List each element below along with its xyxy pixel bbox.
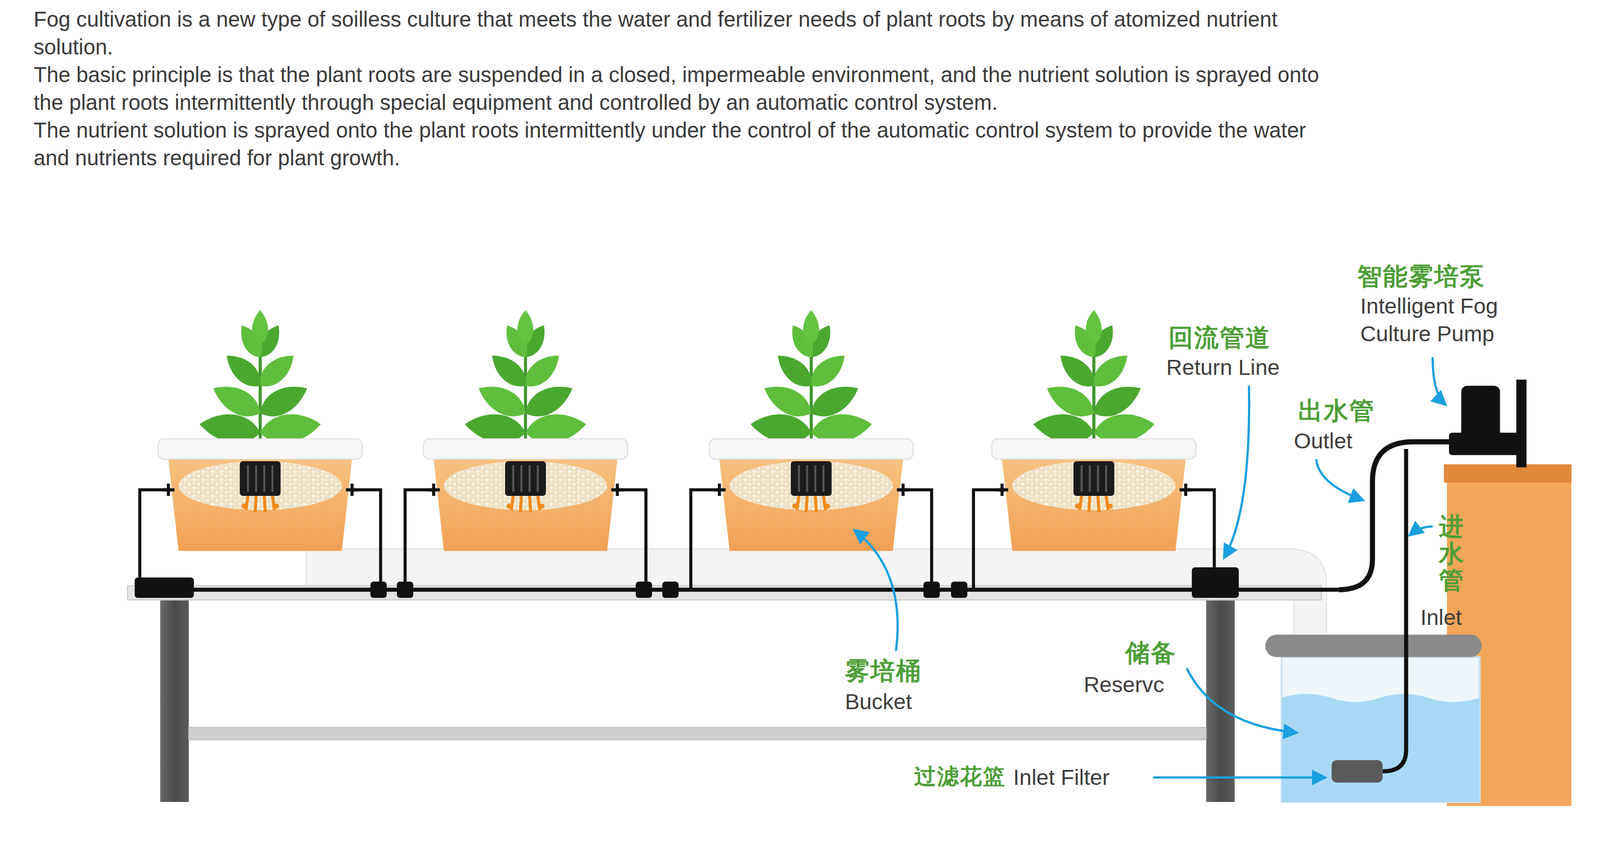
art-path: [139, 587, 1339, 592]
callout-label-box: Inlet: [1420, 604, 1462, 632]
callout-label-box: 智能雾培泵: [1357, 261, 1486, 292]
reservoir-lid: [1265, 634, 1482, 658]
leader-lines: [854, 357, 1445, 778]
art-rect: [635, 581, 653, 599]
english-label: Reservc: [1083, 671, 1165, 699]
leader-line: [1316, 459, 1363, 501]
feed-pipe: [134, 567, 1340, 598]
table-leg: [160, 597, 189, 803]
english-label: Return Line: [1166, 354, 1280, 382]
callout-label-box: Intelligent Fog Culture Pump: [1360, 292, 1555, 348]
leader-line: [1432, 357, 1445, 405]
bucket: [405, 310, 647, 590]
callout-label-box: Reservc: [1083, 671, 1165, 699]
art-rect: [923, 581, 941, 599]
callout-label-box: 过滤花篮: [914, 763, 1006, 791]
art-rect: [1192, 567, 1239, 598]
callout-label-box: Bucket: [844, 688, 912, 716]
callout-label-box: 进水管: [1438, 513, 1464, 595]
callout-label-box: Return Line: [1166, 354, 1280, 382]
inlet-filter: [1331, 760, 1383, 783]
callout-label-box: 出水管: [1298, 395, 1375, 427]
art-path: [1281, 693, 1480, 803]
art-rect: [1461, 385, 1501, 439]
art-rect: [1449, 432, 1523, 455]
art-rect: [134, 577, 195, 598]
pump: [1331, 379, 1527, 783]
leader-line: [1153, 776, 1325, 779]
bucket: [690, 310, 932, 590]
callout-label-box: 雾培桶: [844, 656, 922, 687]
art-rect: [1516, 379, 1527, 468]
callout-label-box: Inlet Filter: [1013, 764, 1110, 792]
inlet-pipe: [1382, 449, 1406, 772]
intro-text: Fog cultivation is a new type of soilles…: [33, 5, 1325, 172]
table: [127, 549, 1327, 803]
leader-line: [1224, 385, 1250, 557]
art-rect: [662, 581, 679, 599]
art-rect: [1281, 657, 1480, 803]
intro-paragraph: Fog cultivation is a new type of soilles…: [33, 5, 1325, 61]
chinese-label: 储备: [1125, 637, 1177, 669]
bucket: [973, 310, 1215, 590]
callout-label-box: Outlet: [1293, 427, 1353, 455]
chinese-label: 智能雾培泵: [1357, 261, 1486, 292]
art-rect: [1443, 464, 1572, 483]
leader-line: [1186, 668, 1296, 733]
art-rect: [370, 581, 388, 599]
table-rail: [188, 727, 1207, 740]
intro-paragraph: The nutrient solution is sprayed onto th…: [33, 116, 1325, 172]
bucket: [139, 310, 381, 590]
leader-line: [1410, 526, 1433, 535]
callout-label-box: 回流管道: [1168, 322, 1271, 354]
art-rect: [396, 581, 414, 599]
chinese-label: 过滤花篮: [914, 763, 1006, 791]
intro-paragraph: The basic principle is that the plant ro…: [33, 60, 1325, 117]
english-label: Bucket: [844, 688, 912, 716]
leader-line: [854, 530, 898, 652]
return-trough: [306, 549, 1327, 654]
english-label: Inlet Filter: [1013, 764, 1110, 792]
english-label: Outlet: [1293, 427, 1353, 455]
english-label: Intelligent Fog Culture Pump: [1360, 292, 1555, 348]
english-label: Inlet: [1420, 604, 1462, 632]
chinese-label: 雾培桶: [844, 656, 922, 687]
chinese-label: 回流管道: [1168, 322, 1271, 354]
callout-label-box: 储备: [1125, 637, 1177, 669]
chinese-label: 进水管: [1438, 513, 1464, 595]
chinese-label: 出水管: [1298, 395, 1375, 427]
art-rect: [950, 581, 968, 599]
